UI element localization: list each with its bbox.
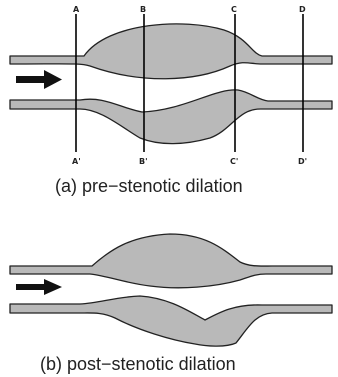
label-d: D bbox=[299, 5, 306, 14]
label-c: C bbox=[231, 5, 237, 14]
panel-b-bottom-wall bbox=[10, 296, 332, 346]
label-a-prime: A' bbox=[72, 157, 81, 166]
panel-a-top-wall bbox=[10, 24, 332, 79]
label-a: A bbox=[73, 5, 80, 14]
arrow-right-icon bbox=[16, 70, 62, 89]
label-b-prime: B' bbox=[139, 157, 148, 166]
panel-b-vessel bbox=[10, 234, 332, 346]
label-d-prime: D' bbox=[298, 157, 307, 166]
panel-a-vessel bbox=[10, 24, 332, 144]
panel-a-bottom-wall bbox=[10, 90, 332, 144]
label-c-prime: C' bbox=[230, 157, 238, 166]
caption-b: (b) post−stenotic dilation bbox=[40, 354, 236, 374]
arrow-right-icon bbox=[16, 279, 62, 295]
panel-b-top-wall bbox=[10, 234, 332, 288]
label-b: B bbox=[140, 5, 146, 14]
caption-a: (a) pre−stenotic dilation bbox=[55, 176, 243, 196]
